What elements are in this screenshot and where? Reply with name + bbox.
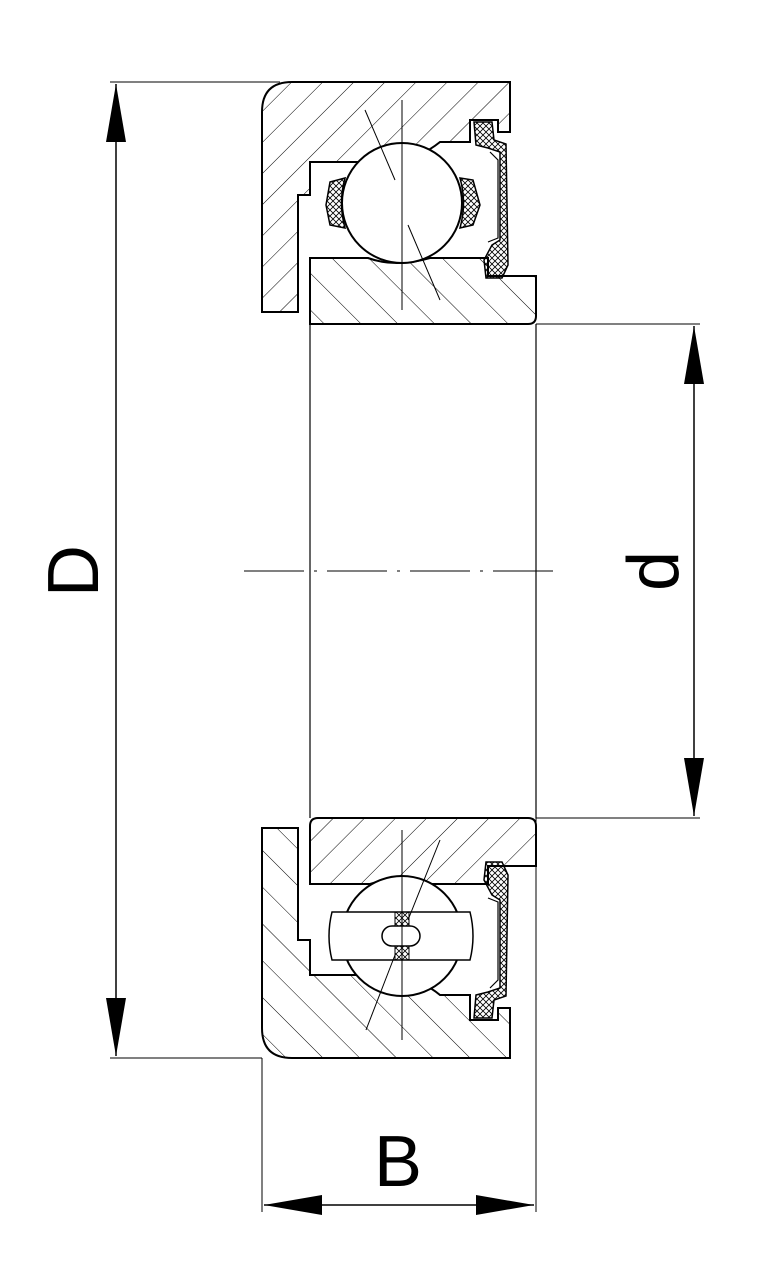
dimension-label-B: B: [374, 1122, 422, 1202]
cage-top-right: [458, 177, 481, 230]
dimension-bore-diameter: d: [536, 323, 704, 819]
dimension-outer-diameter: D: [34, 81, 280, 1059]
top-section: [261, 81, 537, 325]
arrow-right-icon: [476, 1195, 534, 1215]
dimension-label-D: D: [34, 545, 114, 597]
seal-top: [473, 121, 509, 279]
arrow-left-icon: [264, 1195, 322, 1215]
arrow-up-icon: [684, 326, 704, 384]
arrow-down-icon: [106, 998, 126, 1056]
seal-bottom: [473, 861, 509, 1019]
dimension-label-d: d: [614, 551, 694, 591]
dimension-width: B: [261, 818, 537, 1215]
bottom-section: [261, 817, 537, 1059]
cage-top-left: [325, 176, 347, 229]
arrow-up-icon: [106, 84, 126, 142]
cage-rivet: [381, 925, 421, 947]
arrow-down-icon: [684, 758, 704, 816]
